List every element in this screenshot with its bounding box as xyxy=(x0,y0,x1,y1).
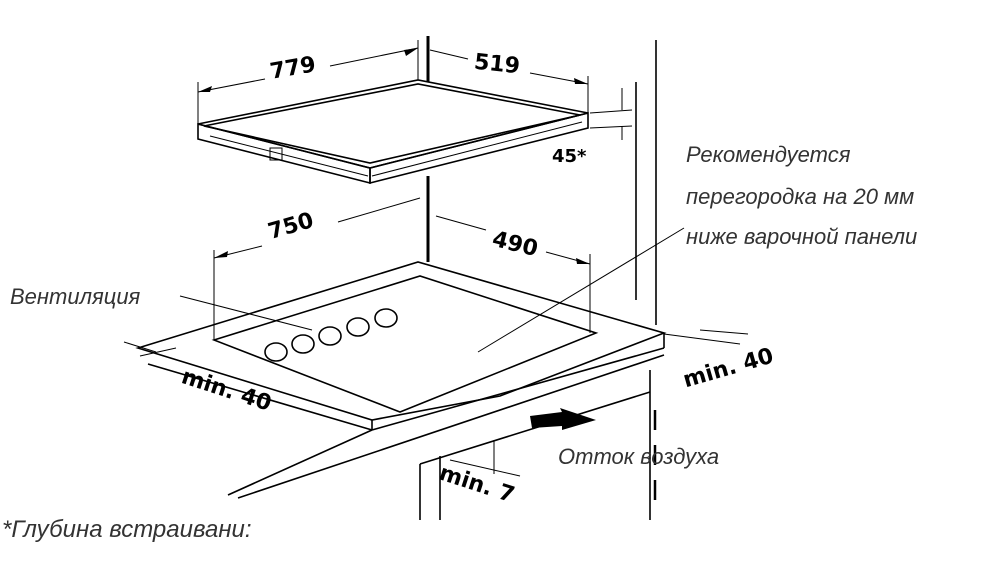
air-outflow-label: Отток воздуха xyxy=(558,444,720,469)
dimension-45: 45* xyxy=(552,146,587,167)
footnote: *Глубина встраивани: xyxy=(2,516,252,543)
ventilation-label: Вентиляция xyxy=(10,284,141,309)
dimension-490-lines xyxy=(435,215,591,333)
ventilation-leader-line xyxy=(179,295,313,331)
ventilation-holes xyxy=(264,308,398,362)
countertop-drawing xyxy=(135,261,667,520)
dimension-750-lines xyxy=(213,197,421,340)
dimension-min40-left-lines xyxy=(123,341,177,357)
dimension-45-lines xyxy=(589,88,633,140)
air-outflow-arrow-icon xyxy=(530,408,596,430)
wall-lines xyxy=(426,36,657,325)
dimension-min40-right-lines xyxy=(663,329,749,345)
recommendation-line-3: ниже варочной панели xyxy=(686,224,918,249)
dimension-min7-lines xyxy=(449,440,521,477)
recommendation-line-1: Рекомендуется xyxy=(686,142,851,167)
dimension-519: 519 xyxy=(472,49,522,80)
hob-drawing xyxy=(197,79,589,185)
recommendation-line-2: перегородка на 20 мм xyxy=(686,184,915,209)
dimension-519-lines xyxy=(429,49,589,113)
partition-leader-line xyxy=(477,227,685,353)
dimension-779-lines xyxy=(197,40,419,124)
